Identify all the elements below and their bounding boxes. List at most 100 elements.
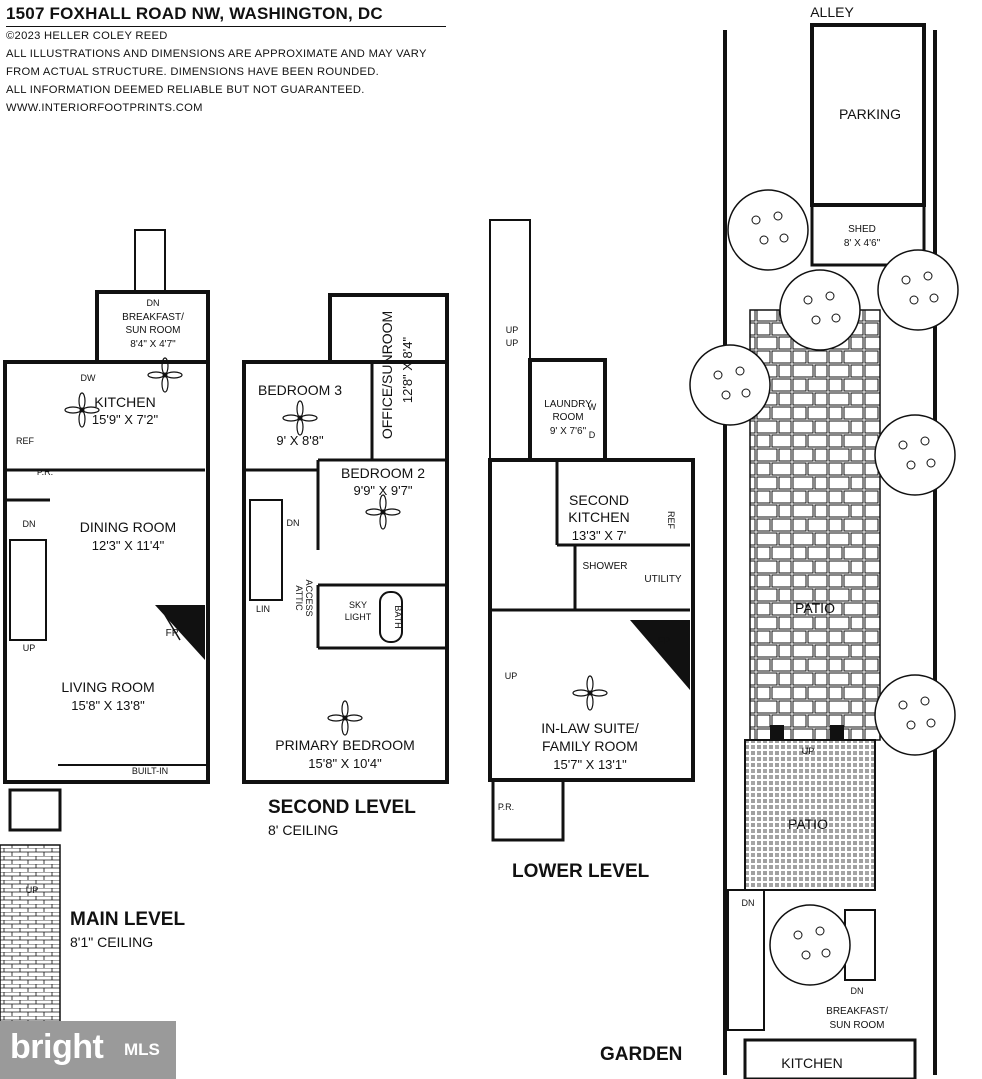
lower-stair-up-label: UP <box>506 325 519 335</box>
second-office-dim: 12'8" X 8'4" <box>400 337 415 404</box>
lower-rear-stair <box>489 219 531 461</box>
second-bed2-name: BEDROOM 2 <box>341 465 425 481</box>
garden-dn-label-2: DN <box>851 986 864 996</box>
main-fireplace <box>155 605 205 660</box>
second-bed3-fan-icon <box>282 400 318 436</box>
second-level-plan <box>242 293 449 784</box>
lower-ref-label: REF <box>666 511 676 530</box>
main-level-plan <box>3 229 210 832</box>
main-breakfast-dn: DN <box>147 298 160 308</box>
second-bed3-dim: 9' X 8'8" <box>276 433 324 448</box>
main-level-ceiling: 8'1" CEILING <box>70 934 153 950</box>
main-living-dim: 15'8" X 13'8" <box>71 698 145 713</box>
lower-washer-label: W <box>588 402 597 412</box>
second-bed3-name: BEDROOM 3 <box>258 382 342 398</box>
tree-icon-2 <box>877 249 959 331</box>
main-dining-dim: 12'3" X 11'4" <box>92 538 165 553</box>
garden-kitchen-label: KITCHEN <box>781 1055 842 1071</box>
lower-laundry-dim: 9' X 7'6" <box>550 426 587 437</box>
main-rear-stair <box>134 229 166 293</box>
garden-label: GARDEN <box>600 1044 682 1065</box>
garden-shed-name: SHED <box>848 224 876 235</box>
lower-inlaw-name-2: FAMILY ROOM <box>542 738 638 754</box>
lower-inlaw-dim: 15'7" X 13'1" <box>553 757 627 772</box>
main-kitchen-dim: 15'9" X 7'2" <box>92 412 159 427</box>
tree-icon-6 <box>874 674 956 756</box>
garden-breakfast-name: BREAKFAST/ <box>826 1006 888 1017</box>
main-breakfast-name-2: SUN ROOM <box>126 325 181 336</box>
second-bath-tub <box>379 591 403 643</box>
garden-stair-left <box>727 889 765 1031</box>
upper-patio-pavers <box>749 309 881 741</box>
main-stair <box>9 539 47 641</box>
lower-powder-room <box>491 778 565 842</box>
second-office-walls <box>328 293 449 364</box>
garden-alley-label: ALLEY <box>810 4 854 20</box>
main-builtin-label: BUILT-IN <box>132 766 168 776</box>
garden-parking-label: PARKING <box>839 106 901 122</box>
second-bath-label: BATH <box>393 605 403 628</box>
main-fp-label: FP <box>166 628 179 639</box>
lower-second-kitchen-name-2: KITCHEN <box>568 509 629 525</box>
lower-patio-pavers <box>744 739 876 891</box>
main-living-name: LIVING ROOM <box>61 679 154 695</box>
lower-shower-label: SHOWER <box>583 561 628 572</box>
lower-fp-label: FP <box>658 636 671 647</box>
disclaimer-line-2: FROM ACTUAL STRUCTURE. DIMENSIONS HAVE B… <box>6 66 380 78</box>
garden-patio-label: PATIO <box>795 600 835 616</box>
lower-pr-label: P.R. <box>498 802 514 812</box>
garden-dn-label: DN <box>742 898 755 908</box>
garden-breakfast-name-2: SUN ROOM <box>830 1020 885 1031</box>
logo-mls-text: MLS <box>124 1040 160 1059</box>
second-stair <box>249 499 283 601</box>
lower-dryer-label: D <box>589 430 596 440</box>
second-lin-label: LIN <box>256 604 270 614</box>
tree-icon-1 <box>727 189 809 271</box>
second-level-label: SECOND LEVEL <box>268 797 416 818</box>
main-kitchen-name: KITCHEN <box>94 394 155 410</box>
logo-brand-text: bright <box>10 1028 104 1066</box>
main-up-label: UP <box>23 643 36 653</box>
main-dn-label: DN <box>23 519 36 529</box>
second-bed2-dim: 9'9" X 9'7" <box>353 483 412 498</box>
lower-family-fan-icon <box>572 675 608 711</box>
lower-level-label: LOWER LEVEL <box>512 861 650 882</box>
garden-patio-label-2: PATIO <box>788 816 828 832</box>
address-title: 1507 FOXHALL ROAD NW, WASHINGTON, DC <box>6 4 446 27</box>
lower-laundry-name: LAUNDRY <box>544 399 592 410</box>
main-front-walk <box>0 844 61 1026</box>
main-level-label: MAIN LEVEL <box>70 909 185 930</box>
second-level-ceiling: 8' CEILING <box>268 822 338 838</box>
tree-icon-5 <box>874 414 956 496</box>
bright-mls-logo: bright MLS <box>0 1021 176 1079</box>
garden-up-label: UP <box>802 746 815 756</box>
lower-laundry-name-2: ROOM <box>552 412 583 423</box>
copyright-line: ©2023 HELLER COLEY REED <box>6 30 168 42</box>
main-ref-label: REF <box>16 436 35 446</box>
disclaimer-line-1: ALL ILLUSTRATIONS AND DIMENSIONS ARE APP… <box>6 48 427 60</box>
main-dw-label: DW <box>81 373 96 383</box>
second-attic-label: ATTIC <box>294 585 304 611</box>
lower-second-kitchen-name: SECOND <box>569 492 629 508</box>
second-light-label: LIGHT <box>345 612 372 622</box>
disclaimer-line-3: ALL INFORMATION DEEMED RELIABLE BUT NOT … <box>6 84 365 96</box>
second-primary-name: PRIMARY BEDROOM <box>275 737 415 753</box>
second-dn-label: DN <box>287 518 300 528</box>
second-sky-label: SKY <box>349 600 367 610</box>
lower-fireplace <box>630 620 690 690</box>
garden-shed-dim: 8' X 4'6" <box>844 238 881 249</box>
main-dining-name: DINING ROOM <box>80 519 176 535</box>
tree-icon-7 <box>769 904 851 986</box>
lower-inlaw-name: IN-LAW SUITE/ <box>541 720 639 736</box>
second-primary-dim: 15'8" X 10'4" <box>308 756 382 771</box>
lower-second-kitchen-dim: 13'3" X 7' <box>572 528 626 543</box>
lower-utility-label: UTILITY <box>644 574 682 585</box>
second-bed2-fan-icon <box>365 494 401 530</box>
main-breakfast-dim: 8'4" X 4'7" <box>130 339 176 350</box>
header: 1507 FOXHALL ROAD NW, WASHINGTON, DC ©20… <box>6 4 446 117</box>
shed-walls <box>810 203 926 267</box>
main-pr-label: P.R. <box>37 467 53 477</box>
second-office-name: OFFICE/SUNROOM <box>379 311 395 439</box>
second-access-label: ACCESS <box>304 579 314 616</box>
main-breakfast-name: BREAKFAST/ <box>122 312 184 323</box>
